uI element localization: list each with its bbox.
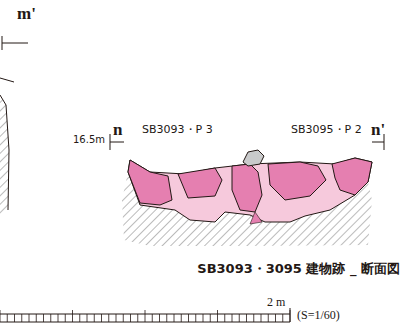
section-line — [110, 142, 124, 143]
profile-line — [0, 78, 14, 82]
stone — [243, 150, 264, 166]
section-label: n — [113, 121, 122, 138]
scale-ratio: (S=1/60) — [297, 309, 340, 321]
scale-label: 2 m — [267, 296, 285, 308]
subsoil-hatch — [0, 95, 9, 218]
section-label: m' — [17, 5, 36, 22]
pit-fill — [178, 168, 222, 198]
figure-caption: SB3093・3095 建物跡 _ 断面図 — [197, 262, 400, 275]
elevation-label: 16.5m — [73, 135, 105, 145]
profile-line — [0, 95, 9, 210]
fill-layer — [128, 158, 372, 222]
pit-fill — [332, 158, 372, 195]
post-hole-fill — [232, 164, 262, 212]
section-tick — [110, 134, 111, 150]
pit-fill — [128, 160, 172, 205]
feature-label: SB3093・P 3 — [142, 124, 213, 135]
section-line — [372, 142, 384, 143]
pit-fill — [268, 162, 326, 200]
section-line — [2, 43, 28, 44]
section-label: n' — [371, 121, 385, 138]
post-hole-fill — [250, 212, 262, 224]
scale-ticks — [0, 310, 290, 322]
feature-label: SB3095・P 2 — [291, 124, 362, 135]
scale-bar — [0, 308, 290, 322]
